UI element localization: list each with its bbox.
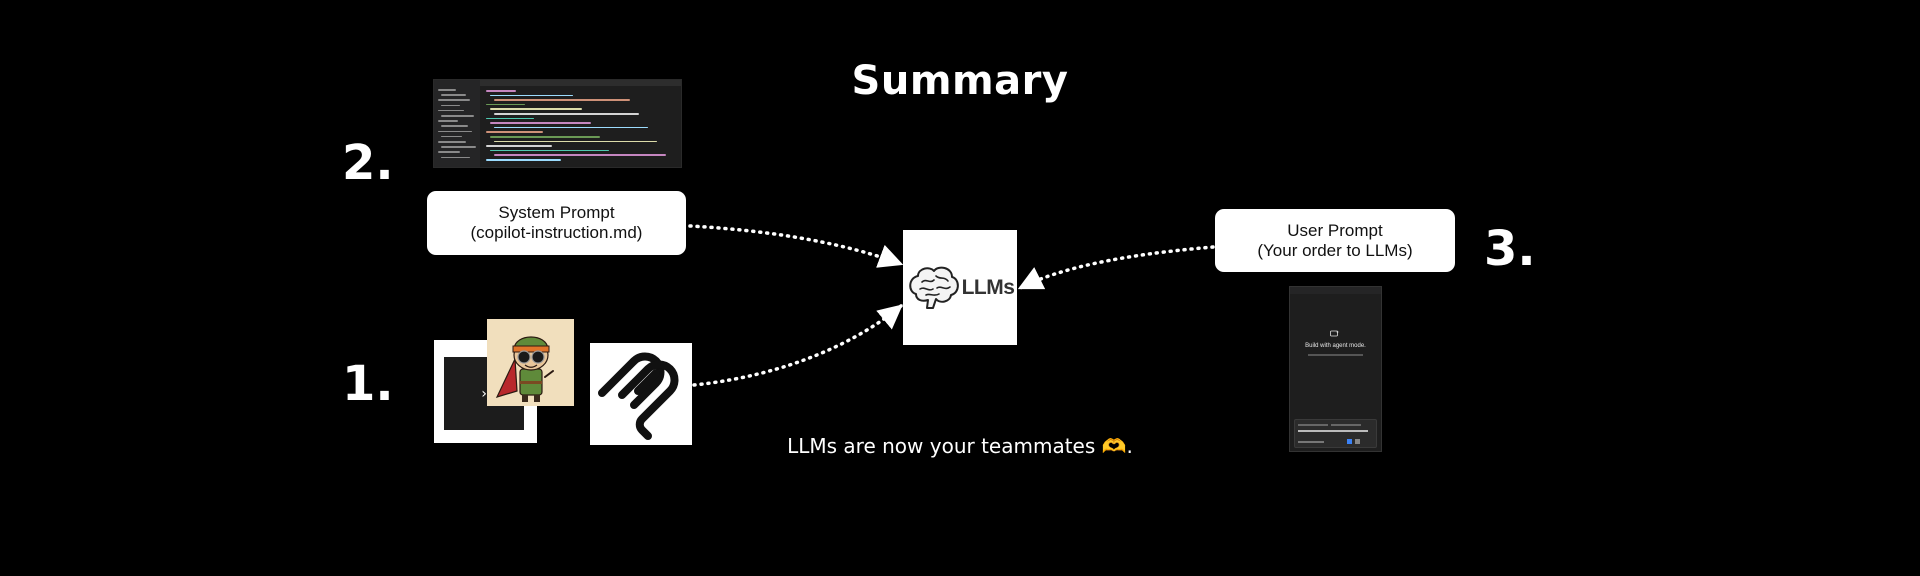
step-number-2: 2. (342, 135, 394, 191)
agent-panel-subtext (1308, 354, 1363, 356)
editor-code-line (486, 117, 534, 120)
editor-file-tree-item (441, 115, 474, 117)
slide-title: Summary (851, 58, 1069, 104)
agent-mode-panel-thumbnail: Build with agent mode. (1289, 286, 1382, 452)
chat-sparkle-icon (1330, 330, 1340, 337)
editor-code-line (494, 99, 630, 101)
arrow-user-prompt-to-llm (1017, 245, 1215, 290)
editor-code-line (490, 122, 591, 124)
user-prompt-description: (Your order to LLMs) (1257, 240, 1413, 260)
step-number-3: 3. (1484, 221, 1536, 277)
llm-box: LLMs (903, 230, 1017, 345)
editor-file-tree-item (438, 89, 456, 91)
editor-code-line (494, 140, 657, 143)
editor-code-line (486, 145, 552, 147)
editor-code-line (490, 94, 573, 97)
editor-file-tree-item (438, 141, 466, 143)
agent-send-icon (1347, 439, 1352, 444)
editor-code-line (486, 159, 561, 161)
editor-file-tree-item (441, 156, 470, 159)
mascot-tile (487, 319, 574, 406)
agent-panel-heading: Build with agent mode. (1305, 343, 1366, 349)
system-prompt-label: System Prompt (498, 203, 615, 222)
editor-file-tree-item (441, 94, 466, 96)
user-prompt-box: User Prompt (Your order to LLMs) (1215, 209, 1455, 272)
editor-file-tree-item (438, 120, 458, 122)
editor-file-tree-item (438, 109, 464, 112)
editor-code-line (494, 113, 639, 115)
editor-file-tree-item (441, 135, 462, 138)
editor-code-line (494, 154, 666, 156)
step-number-1: 1. (342, 356, 394, 412)
editor-file-tree-item (438, 99, 470, 101)
editor-file-tree-item (441, 125, 468, 127)
editor-code-line (490, 108, 582, 110)
editor-tab-bar (480, 80, 681, 86)
teammates-caption: LLMs are now your teammates 🫶. (787, 434, 1133, 458)
goggled-hero-mascot-icon (495, 336, 554, 402)
brain-icon (908, 266, 959, 309)
system-prompt-box: System Prompt (copilot-instruction.md) (427, 191, 686, 255)
code-editor-thumbnail (433, 79, 682, 168)
llm-label: LLMs (961, 275, 1015, 299)
agent-panel-header (1290, 287, 1381, 294)
mcp-logo-icon (598, 352, 679, 440)
editor-code-line (490, 136, 600, 138)
editor-file-tree-item (438, 151, 460, 153)
editor-code-line (486, 90, 516, 92)
arrow-system-prompt-to-llm (688, 224, 904, 268)
agent-chat-input (1294, 419, 1377, 448)
terminal-prompt-glyph: › (479, 385, 489, 402)
editor-code-line (486, 131, 543, 133)
mcp-logo-tile (590, 343, 692, 445)
editor-file-tree-item (441, 104, 460, 107)
editor-code-line (486, 103, 525, 106)
editor-file-tree-item (441, 146, 476, 148)
editor-code-line (490, 149, 609, 152)
system-prompt-file: (copilot-instruction.md) (470, 223, 643, 242)
user-prompt-label: User Prompt (1287, 220, 1383, 240)
editor-code-line (494, 126, 648, 129)
editor-file-tree-item (438, 130, 472, 133)
arrow-tools-to-llm (692, 304, 903, 387)
